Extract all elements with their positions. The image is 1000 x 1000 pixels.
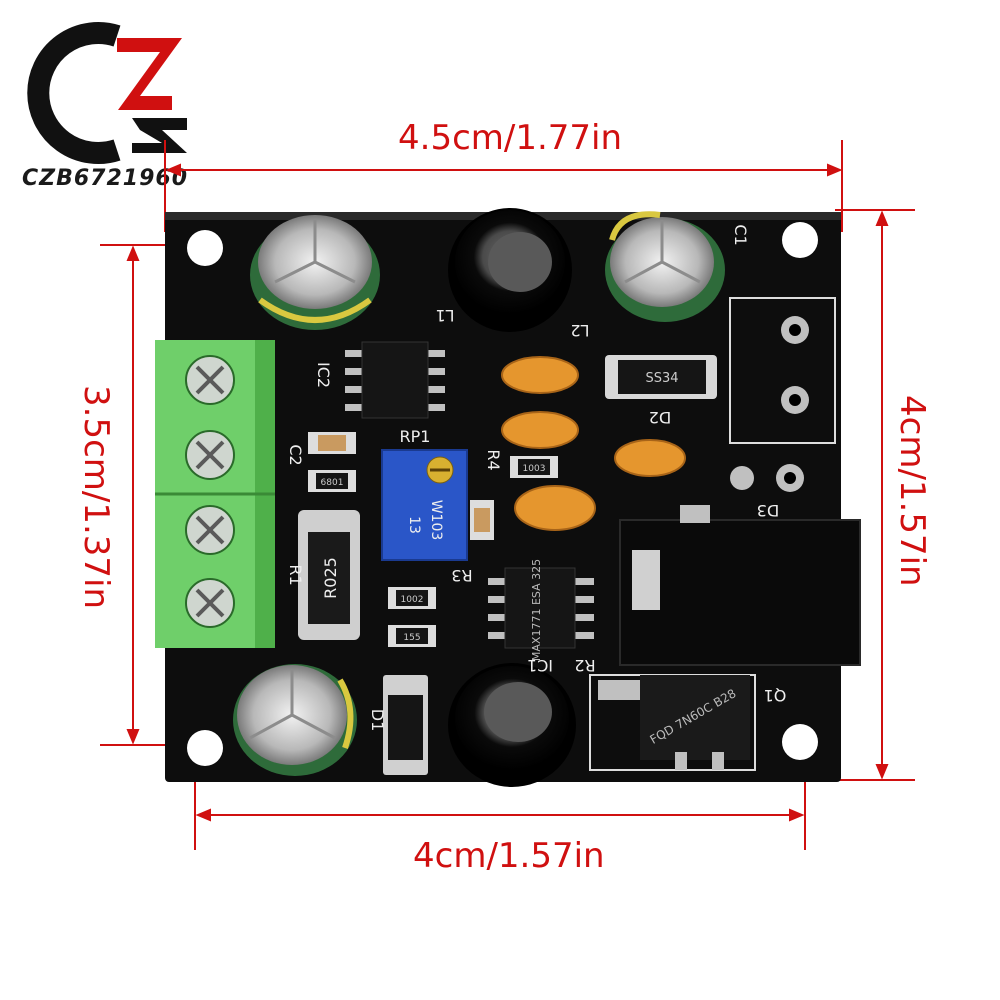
ic2-chip [345, 341, 445, 419]
label-pot: W103 [428, 500, 444, 541]
label-r3: R3 [451, 566, 472, 585]
ceramic-caps [501, 356, 686, 531]
label-r025: R025 [321, 557, 340, 599]
inductor-l1 [448, 663, 576, 787]
czb-logo-icon [27, 22, 187, 164]
mosfet-q1 [589, 674, 756, 771]
label-l1: L1 [435, 306, 454, 325]
label-r4: R4 [484, 449, 503, 470]
label-d2: D2 [649, 408, 672, 427]
capacitor-c0 [250, 215, 380, 330]
label-l2: L2 [570, 321, 589, 340]
label-r2: R2 [574, 656, 595, 675]
terminal-block [155, 340, 275, 648]
dc-jack [619, 505, 861, 666]
label-q1: Q1 [764, 686, 787, 705]
label-ic1: IC1 [527, 656, 553, 675]
label-1003: 1003 [523, 464, 546, 474]
brand-logo: CZB6721960 [22, 18, 212, 198]
label-c2: C2 [286, 444, 305, 465]
inductor-l2 [448, 208, 572, 332]
capacitor-c3 [233, 664, 357, 776]
label-ic2: IC2 [314, 362, 333, 388]
dimension-top: 4.5cm/1.77in [398, 118, 623, 158]
label-d3: D3 [757, 501, 780, 520]
label-ss34: SS34 [645, 371, 678, 386]
label-c1: C1 [731, 224, 750, 245]
label-1002: 1002 [401, 595, 424, 605]
ic1-chip [488, 567, 594, 649]
label-r1: R1 [286, 564, 305, 585]
mounting-holes [187, 222, 818, 766]
label-155: 155 [403, 633, 420, 643]
label-d1: D1 [368, 709, 387, 732]
label-6801: 6801 [321, 478, 344, 488]
diode-d1 [383, 675, 428, 775]
dimension-bottom: 4cm/1.57in [413, 836, 605, 876]
smd-resistors [308, 432, 558, 647]
label-mosfet: FQD 7N60C B28 [648, 686, 739, 747]
resistor-r025 [298, 510, 360, 640]
capacitor-c1 [605, 211, 725, 322]
logo-text: CZB6721960 [22, 166, 189, 191]
diode-d2 [605, 355, 717, 399]
potentiometer-rp1 [381, 449, 468, 561]
label-main-ic: MAX1771 ESA 325 [530, 559, 543, 661]
label-pot-num: 13 [406, 516, 422, 534]
label-rp1: RP1 [400, 427, 431, 446]
